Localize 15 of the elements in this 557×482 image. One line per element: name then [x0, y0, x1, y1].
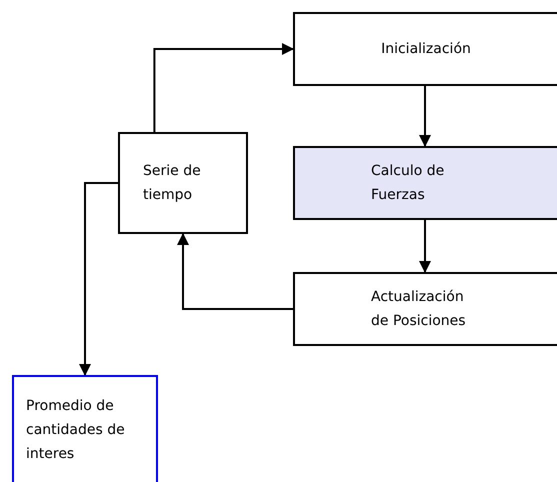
process-box: [293, 146, 557, 220]
box-label: Calculo de Fuerzas: [371, 162, 446, 205]
box-label: Actualización de Posiciones: [371, 288, 467, 331]
box-label: Promedio de cantidades de interes: [26, 396, 126, 464]
arrow: [419, 86, 431, 147]
process-box: [12, 375, 158, 482]
arrow: [153, 43, 294, 132]
box-label: Inicialización: [380, 40, 472, 59]
arrow: [79, 182, 118, 376]
arrow: [419, 220, 431, 273]
arrow: [177, 233, 293, 310]
process-box: [293, 272, 557, 346]
process-box: [293, 12, 557, 86]
process-box: [118, 132, 248, 234]
box-label: Serie de tiempo: [143, 162, 202, 205]
